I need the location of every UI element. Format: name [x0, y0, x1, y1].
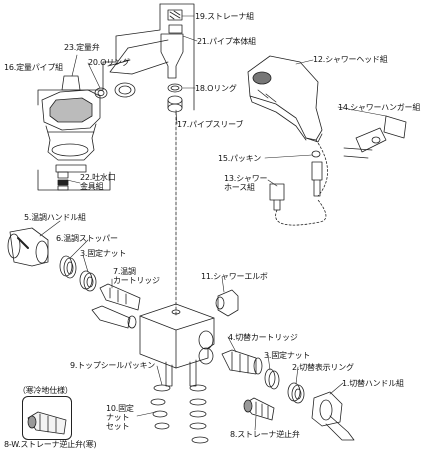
cold-region-box	[22, 396, 72, 440]
label-8w-strainer-check-cold: 8-W.ストレーナ逆止弁(寒)	[4, 440, 97, 449]
shower-head-12	[247, 55, 323, 143]
strainer-check-valve-8	[243, 397, 275, 421]
label-7-temp-cartridge: 7.温調 カートリッジ	[113, 267, 160, 285]
label-2-indicator-ring: 2.切替表示リング	[292, 363, 354, 372]
o-ring-18	[167, 83, 183, 93]
label-21-pipe-body: 21.パイプ本体組	[197, 37, 256, 46]
fixing-nut-3-right	[264, 368, 280, 390]
metering-pipe-16	[41, 89, 101, 173]
label-14-shower-hanger: 14.シャワーハンガー組	[338, 103, 421, 112]
label-19-strainer: 19.ストレーナ組	[195, 12, 254, 21]
temp-stopper-6	[59, 255, 77, 279]
label-15-packing: 15.パッキン	[218, 154, 262, 163]
top-seal-packing-9	[153, 384, 207, 392]
label-3-fixing-nut-right: 3.固定ナット	[264, 351, 311, 360]
fixing-nut-3-left	[79, 270, 97, 292]
o-ring-20	[94, 87, 108, 99]
packing-15	[311, 150, 321, 158]
switch-cartridge-4	[221, 349, 263, 375]
label-5-temp-handle: 5.温調ハンドル組	[24, 213, 86, 222]
label-6-temp-stopper: 6.温調ストッパー	[56, 234, 118, 243]
temp-handle-5	[7, 227, 49, 267]
label-17-pipe-sleeve: 17.パイプスリーブ	[177, 120, 244, 129]
leader-lines	[39, 15, 387, 431]
label-22-spout-fitting: 22.吐水口 金具組	[80, 173, 116, 191]
shower-elbow-11	[215, 289, 239, 317]
head-link-dash	[315, 139, 328, 197]
shower-hanger-14	[343, 115, 407, 159]
temp-cartridge-7	[91, 283, 141, 329]
strainer-19	[167, 9, 183, 21]
label-12-shower-head: 12.シャワーヘッド組	[313, 55, 388, 64]
label-20-o-ring: 20.Oリング	[88, 58, 130, 67]
label-11-shower-elbow: 11.シャワーエルボ	[201, 272, 268, 281]
label-1-switch-handle: 1.切替ハンドル組	[342, 379, 404, 388]
label-13-shower-hose: 13.シャワー ホース組	[224, 174, 268, 192]
label-9-top-seal-packing: 9.トップシールパッキン	[70, 361, 155, 370]
label-10-fixing-nut-set: 10.固定 ナット セット	[106, 404, 134, 431]
label-3-fixing-nut-left: 3.固定ナット	[80, 249, 127, 258]
pipe-assembly-frame	[37, 3, 195, 191]
switch-handle-1	[311, 391, 355, 441]
label-4-switch-cartridge: 4.切替カートリッジ	[228, 333, 298, 342]
pipe-sleeve-17	[167, 95, 183, 113]
metering-valve-23	[61, 75, 81, 91]
spout-fitting-22	[57, 171, 69, 191]
mixer-body	[139, 303, 215, 387]
label-8-strainer-check-valve: 8.ストレーナ逆止弁	[230, 430, 300, 439]
shower-hose-13	[269, 161, 327, 226]
fixing-nut-set-10	[150, 398, 209, 444]
strainer-check-valve-8w	[27, 411, 67, 435]
pipe-body-21	[107, 24, 184, 98]
indicator-ring-2	[287, 382, 305, 404]
label-cold-region: （寒冷地仕様）	[18, 386, 73, 395]
label-23-metering-valve: 23.定量弁	[64, 43, 100, 52]
label-16-metering-pipe: 16.定量パイプ組	[4, 63, 63, 72]
label-18-o-ring: 18.Oリング	[195, 84, 237, 93]
